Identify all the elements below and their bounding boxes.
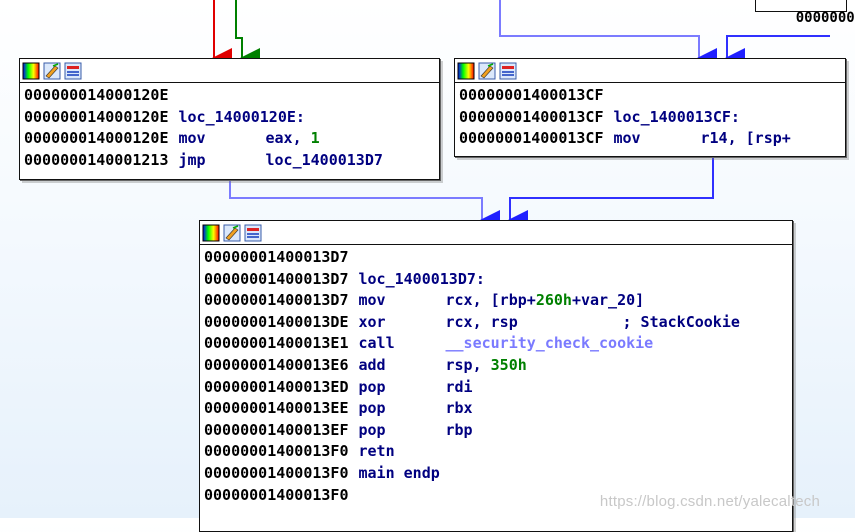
immediate-value: 350h xyxy=(490,355,527,374)
code-label[interactable]: loc_1400013D7: xyxy=(358,269,485,288)
asm-line: 00000001400013E6 add rsp, 350h xyxy=(204,355,788,377)
edge-in-right-a[interactable] xyxy=(499,0,717,68)
mnemonic: mov xyxy=(178,129,206,148)
immediate-value: 260h xyxy=(535,291,572,310)
node-group-icon[interactable] xyxy=(64,62,82,80)
asm-line: 00000001400013DE xor rcx, rsp ; StackCookie xyxy=(204,312,788,334)
operands: rbx xyxy=(445,399,473,418)
node-rename-icon[interactable] xyxy=(43,62,61,80)
line-address: 00000001400013D7 xyxy=(204,269,349,288)
line-address: 000000014000120E xyxy=(24,107,169,126)
asm-line: 00000001400013D7 xyxy=(204,247,788,269)
asm-line: 000000014000120E mov eax, 1 xyxy=(24,128,435,150)
node-group-icon[interactable] xyxy=(244,224,262,242)
asm-line: 00000001400013CF xyxy=(459,85,841,107)
asm-line: 00000001400013D7 mov rcx, [rbp+260h+var_20… xyxy=(204,290,788,312)
node-group-icon[interactable] xyxy=(499,62,517,80)
operands: rsp, xyxy=(445,355,491,374)
node-toolbar xyxy=(200,221,792,245)
call-target[interactable]: __security_check_cookie xyxy=(445,334,654,353)
line-address: 00000001400013F0 xyxy=(204,442,349,461)
graph-node-loc-1400013D7[interactable]: 00000001400013D7 00000001400013D7 loc_140… xyxy=(199,220,793,532)
mnemonic: mov xyxy=(613,129,641,148)
mnemonic: jmp xyxy=(178,150,206,169)
line-address: 00000001400013CF xyxy=(459,129,604,148)
graph-edges xyxy=(212,0,830,230)
edge-false-left[interactable] xyxy=(235,0,260,68)
node-toolbar xyxy=(455,59,845,83)
line-address: 00000001400013F0 xyxy=(204,485,349,504)
operands-tail: +var_20] xyxy=(571,291,645,310)
line-address: 0000000140001213 xyxy=(24,150,169,169)
asm-line: 00000001400013CF loc_1400013CF: xyxy=(459,107,841,129)
asm-line: 0000000140001213 jmp loc_1400013D7 xyxy=(24,150,435,172)
mnemonic: add xyxy=(358,355,386,374)
node-color-icon[interactable] xyxy=(202,224,220,242)
node-toolbar xyxy=(20,59,439,83)
line-address: 000000014000120E xyxy=(24,86,169,104)
node-address: 0000000 xyxy=(795,10,855,26)
asm-line: 00000001400013E1 call __security_check_coo… xyxy=(204,333,788,355)
asm-line: 00000001400013EE pop rbx xyxy=(204,398,788,420)
asm-line: 00000001400013CF mov r14, [rsp+ xyxy=(459,128,841,150)
asm-line: 000000014000120E xyxy=(24,85,435,107)
asm-line: 00000001400013F0 main endp xyxy=(204,463,788,485)
mnemonic: pop xyxy=(358,377,386,396)
mnemonic: pop xyxy=(358,399,386,418)
line-address: 00000001400013E6 xyxy=(204,355,349,374)
node-color-icon[interactable] xyxy=(22,62,40,80)
operands: rcx, rsp xyxy=(445,312,518,331)
mnemonic: call xyxy=(358,334,395,353)
mnemonic: mov xyxy=(358,291,386,310)
node-color-icon[interactable] xyxy=(457,62,475,80)
node-rename-icon[interactable] xyxy=(478,62,496,80)
jump-target[interactable]: loc_1400013D7 xyxy=(265,150,383,169)
operands: rbp xyxy=(445,420,473,439)
mnemonic: xor xyxy=(358,312,386,331)
asm-line: 00000001400013F0 retn xyxy=(204,441,788,463)
mnemonic: pop xyxy=(358,420,386,439)
line-address: 00000001400013CF xyxy=(459,107,604,126)
line-address: 00000001400013ED xyxy=(204,377,349,396)
asm-line: 00000001400013ED pop rdi xyxy=(204,377,788,399)
operands: r14, [rsp+ xyxy=(700,129,791,148)
comment: ; StackCookie xyxy=(622,312,740,331)
line-address: 00000001400013F0 xyxy=(204,463,349,482)
asm-line: 00000001400013EF pop rbp xyxy=(204,420,788,442)
edge-left-to-main[interactable] xyxy=(229,180,500,230)
line-address: 00000001400013EE xyxy=(204,399,349,418)
immediate-value: 1 xyxy=(310,129,320,148)
node-rename-icon[interactable] xyxy=(223,224,241,242)
graph-node-topright[interactable]: 0000000 xyxy=(755,0,855,25)
asm-line: 00000001400013D7 loc_1400013D7: xyxy=(204,269,788,291)
asm-line: 000000014000120E loc_14000120E: xyxy=(24,107,435,129)
operands: rdi xyxy=(445,377,473,396)
edge-right-to-main[interactable] xyxy=(508,157,714,230)
code-label[interactable]: loc_1400013CF: xyxy=(613,107,740,126)
graph-node-loc-14000120E[interactable]: 000000014000120E 000000014000120E loc_140… xyxy=(19,58,440,180)
line-address: 00000001400013EF xyxy=(204,420,349,439)
operands: rcx, [rbp+ xyxy=(445,291,536,310)
line-address: 00000001400013DE xyxy=(204,312,349,331)
mnemonic: retn xyxy=(358,442,395,461)
edge-in-right-b[interactable] xyxy=(725,35,830,68)
line-address: 000000014000120E xyxy=(24,129,169,148)
watermark: https://blog.csdn.net/yalecaltech xyxy=(599,493,820,510)
line-address: 00000001400013CF xyxy=(459,86,604,104)
code-label[interactable]: loc_14000120E: xyxy=(178,107,305,126)
line-address: 00000001400013D7 xyxy=(204,291,349,310)
line-address: 00000001400013D7 xyxy=(204,248,349,266)
graph-node-loc-1400013CF[interactable]: 00000001400013CF 00000001400013CF loc_140… xyxy=(454,58,846,157)
proc-end-label: main endp xyxy=(358,463,440,482)
line-address: 00000001400013E1 xyxy=(204,334,349,353)
operands: eax, xyxy=(265,129,311,148)
asm-line: 00000001400013F0 xyxy=(204,485,788,507)
